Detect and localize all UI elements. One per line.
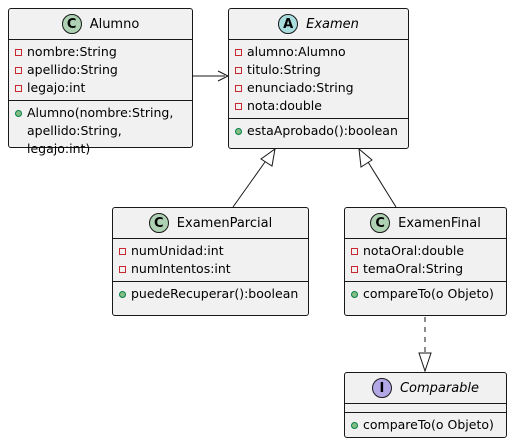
methods-section: compareTo(o Objeto): [345, 281, 506, 306]
class-name: Alumno: [89, 16, 140, 32]
attribute-text: alumno:Alumno: [247, 44, 346, 59]
private-marker-icon: [235, 66, 242, 74]
generalization-arrowhead-right: [358, 147, 373, 168]
attribute-text: nota:double: [247, 98, 322, 113]
class-name: Examen: [306, 16, 359, 32]
attribute-text: notaOral:double: [363, 243, 465, 258]
attribute-row: nota:double: [229, 97, 408, 115]
class-name: Comparable: [399, 380, 480, 396]
generalization-arrowhead-left: [260, 147, 276, 167]
private-marker-icon: [119, 247, 126, 255]
methods-section: puedeRecuperar():boolean: [113, 281, 308, 306]
method-row: compareTo(o Objeto): [345, 416, 506, 434]
class-header: I Comparable: [345, 373, 506, 404]
interface-comparable: I Comparable compareTo(o Objeto): [344, 372, 507, 438]
private-marker-icon: [235, 48, 242, 56]
public-marker-icon: [351, 421, 358, 429]
class-examen: A Examen alumno:Alumno titulo:String enu…: [228, 8, 409, 149]
public-marker-icon: [119, 290, 126, 298]
class-header: C ExamenParcial: [113, 208, 308, 239]
attribute-text: titulo:String: [247, 62, 321, 77]
methods-section: Alumno(nombre:String, apellido:String, l…: [9, 100, 192, 161]
class-alumno: C Alumno nombre:String apellido:String l…: [8, 8, 193, 156]
private-marker-icon: [15, 48, 22, 56]
attribute-row: titulo:String: [229, 61, 408, 79]
attribute-text: temaOral:String: [363, 261, 464, 276]
method-text: Alumno(nombre:String, apellido:String, l…: [27, 105, 174, 156]
generalization-examenfinal-examen: [367, 161, 397, 208]
private-marker-icon: [15, 66, 22, 74]
method-row: Alumno(nombre:String, apellido:String, l…: [9, 104, 192, 158]
class-header: C Alumno: [9, 9, 192, 40]
abstract-badge-icon: A: [278, 14, 299, 34]
private-marker-icon: [119, 265, 126, 273]
private-marker-icon: [15, 84, 22, 92]
attributes-section: numUnidad:int numIntentos:int: [113, 239, 308, 281]
class-badge-icon: C: [61, 14, 82, 34]
private-marker-icon: [351, 247, 358, 255]
class-badge-icon: C: [148, 213, 169, 233]
class-header: C ExamenFinal: [345, 208, 506, 239]
attribute-text: enunciado:String: [247, 80, 354, 95]
attribute-row: apellido:String: [9, 61, 192, 79]
private-marker-icon: [235, 84, 242, 92]
interface-badge-icon: I: [371, 378, 392, 398]
class-examenfinal: C ExamenFinal notaOral:double temaOral:S…: [344, 207, 507, 316]
attributes-section: notaOral:double temaOral:String: [345, 239, 506, 281]
attribute-row: enunciado:String: [229, 79, 408, 97]
attributes-section: alumno:Alumno titulo:String enunciado:St…: [229, 40, 408, 118]
generalization-examenparcial-examen: [232, 161, 266, 208]
method-text: compareTo(o Objeto): [363, 286, 494, 301]
class-name: ExamenFinal: [398, 215, 481, 231]
realization-arrowhead: [418, 352, 432, 373]
method-text: puedeRecuperar():boolean: [131, 286, 299, 301]
attributes-section: nombre:String apellido:String legajo:int: [9, 40, 192, 100]
attribute-row: nombre:String: [9, 43, 192, 61]
method-row: estaAprobado():boolean: [229, 122, 408, 140]
attribute-row: numIntentos:int: [113, 260, 308, 278]
attribute-text: numUnidad:int: [131, 243, 224, 258]
attribute-row: temaOral:String: [345, 260, 506, 278]
methods-section: compareTo(o Objeto): [345, 412, 506, 437]
attribute-text: apellido:String: [27, 62, 118, 77]
class-name: ExamenParcial: [176, 215, 273, 231]
attribute-text: nombre:String: [27, 44, 117, 59]
method-row: compareTo(o Objeto): [345, 285, 506, 303]
class-header: A Examen: [229, 9, 408, 40]
method-row: puedeRecuperar():boolean: [113, 285, 308, 303]
attribute-row: numUnidad:int: [113, 242, 308, 260]
public-marker-icon: [351, 290, 358, 298]
method-text: compareTo(o Objeto): [363, 417, 494, 432]
attribute-row: legajo:int: [9, 79, 192, 97]
attribute-row: notaOral:double: [345, 242, 506, 260]
class-badge-icon: C: [370, 213, 391, 233]
private-marker-icon: [351, 265, 358, 273]
public-marker-icon: [15, 109, 22, 117]
class-examenparcial: C ExamenParcial numUnidad:int numIntento…: [112, 207, 309, 316]
attribute-text: numIntentos:int: [131, 261, 231, 276]
methods-section: estaAprobado():boolean: [229, 118, 408, 143]
method-text: estaAprobado():boolean: [247, 123, 398, 138]
public-marker-icon: [235, 127, 242, 135]
private-marker-icon: [235, 102, 242, 110]
attribute-row: alumno:Alumno: [229, 43, 408, 61]
attribute-text: legajo:int: [27, 80, 86, 95]
attributes-section: [345, 404, 506, 412]
